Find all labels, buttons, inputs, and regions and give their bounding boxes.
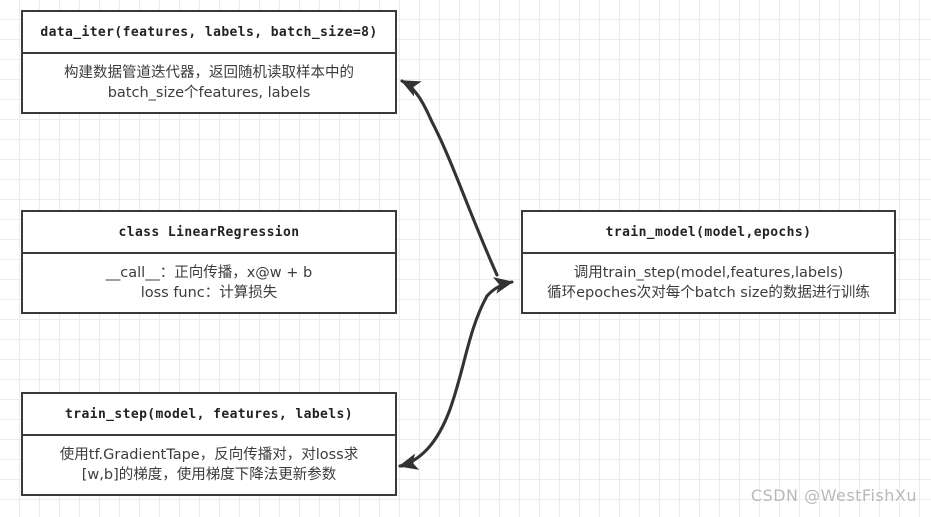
edge-train-step-to-train-model: [400, 294, 489, 468]
node-train-model-body-line-1: 调用train_step(model,features,labels): [573, 265, 844, 281]
edge-arrow-into-train-model: [485, 277, 514, 298]
node-train-step-header: train_step(model, features, labels): [23, 394, 395, 436]
node-data-iter-body-line-1: 构建数据管道迭代器，返回随机读取样本中的: [64, 65, 354, 81]
edge-train-model-to-data-iter: [400, 79, 499, 277]
node-linear-regression[interactable]: class LinearRegression __call__：正向传播，x@w…: [21, 210, 397, 314]
node-train-step[interactable]: train_step(model, features, labels) 使用tf…: [21, 392, 397, 496]
node-linear-regression-header: class LinearRegression: [23, 212, 395, 254]
node-train-model-body-line-2: 循环epoches次对每个batch size的数据进行训练: [547, 285, 870, 301]
node-train-model-header: train_model(model,epochs): [523, 212, 894, 254]
node-linear-regression-body-line-2: loss func：计算损失: [140, 285, 278, 301]
node-train-step-body-line-1: 使用tf.GradientTape，反向传播对，对loss求: [59, 447, 359, 463]
watermark: CSDN @WestFishXu: [750, 486, 917, 505]
edge-arrow-into-train-step: [398, 453, 420, 470]
node-data-iter-body-line-2: batch_size个features, labels: [107, 85, 311, 101]
node-data-iter-header: data_iter(features, labels, batch_size=8…: [23, 12, 395, 54]
node-train-model-body: 调用train_step(model,features,labels) 循环ep…: [523, 254, 894, 312]
node-data-iter-body: 构建数据管道迭代器，返回随机读取样本中的 batch_size个features…: [23, 54, 395, 112]
node-train-model[interactable]: train_model(model,epochs) 调用train_step(m…: [521, 210, 896, 314]
node-data-iter[interactable]: data_iter(features, labels, batch_size=8…: [21, 10, 397, 114]
node-linear-regression-body-line-1: __call__：正向传播，x@w + b: [105, 265, 313, 281]
node-train-step-body: 使用tf.GradientTape，反向传播对，对loss求 [w,b]的梯度，…: [23, 436, 395, 494]
node-train-step-body-line-2: [w,b]的梯度，使用梯度下降法更新参数: [81, 467, 337, 483]
node-linear-regression-body: __call__：正向传播，x@w + b loss func：计算损失: [23, 254, 395, 312]
